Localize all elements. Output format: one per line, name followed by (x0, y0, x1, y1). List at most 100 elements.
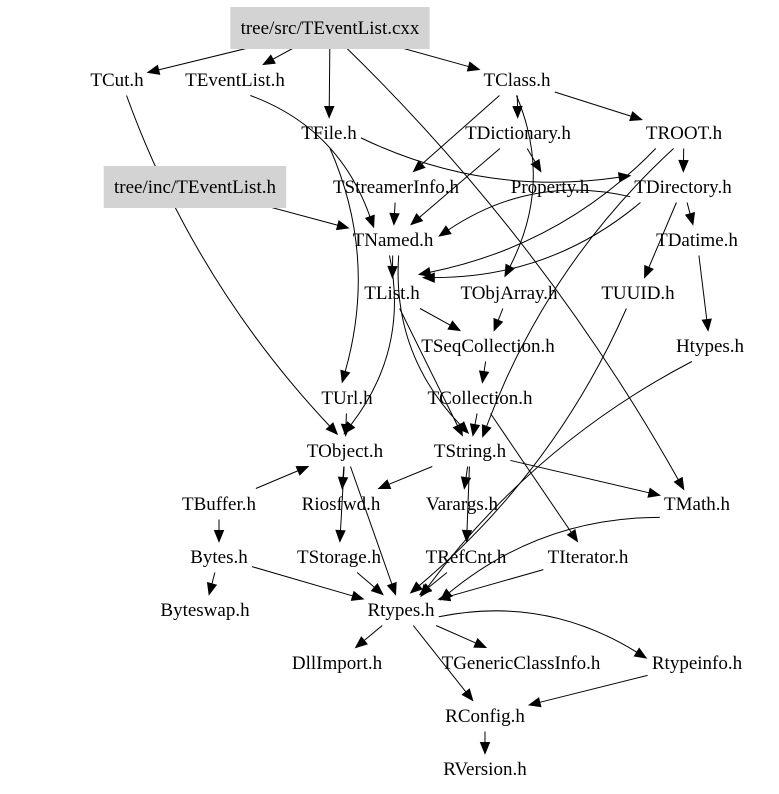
node-label: Rtypeinfo.h (652, 653, 743, 674)
graph-node-rversion[interactable]: RVersion.h (443, 759, 527, 780)
graph-node-src[interactable]: tree/src/TEventList.cxx (230, 7, 430, 49)
node-label: TEventList.h (185, 70, 285, 91)
graph-node-riosfwd[interactable]: Riosfwd.h (302, 494, 381, 515)
graph-node-dllimport[interactable]: DllImport.h (292, 653, 383, 674)
node-label: TGenericClassInfo.h (442, 653, 601, 674)
graph-node-tuuid[interactable]: TUUID.h (601, 283, 675, 304)
graph-node-rtypeinfo[interactable]: Rtypeinfo.h (652, 653, 743, 674)
edge-tdictionary-to-tnamed (419, 148, 501, 218)
arrowhead-icon (473, 638, 488, 649)
graph-node-htypes[interactable]: Htypes.h (676, 336, 745, 357)
arrowhead-icon (418, 583, 433, 596)
node-label: TList.h (364, 283, 420, 304)
edge-tseqcollection-to-tcollection (483, 361, 487, 372)
edge-tstring-to-riosfwd (388, 466, 433, 485)
graph-node-tclass[interactable]: TClass.h (483, 70, 551, 91)
edge-tstreamerinfo-to-tnamed (393, 202, 396, 214)
arrowhead-icon (438, 225, 452, 237)
graph-node-tmath[interactable]: TMath.h (664, 494, 730, 515)
edge-trefcnt-to-rtypes (428, 572, 448, 588)
graph-node-titerator[interactable]: TIterator.h (548, 547, 629, 568)
graph-node-turl[interactable]: TUrl.h (321, 388, 373, 409)
edge-tnamed-to-tobject (350, 255, 395, 426)
graph-node-tbuffer[interactable]: TBuffer.h (182, 494, 257, 515)
arrowhead-icon (673, 476, 685, 491)
graph-node-tcut[interactable]: TCut.h (90, 70, 144, 91)
node-label: TObjArray.h (460, 283, 558, 304)
edge-tstorage-to-rtypes (356, 572, 375, 588)
graph-node-tlist[interactable]: TList.h (364, 283, 420, 304)
graph-node-tstorage[interactable]: TStorage.h (297, 547, 381, 568)
node-label: TUrl.h (321, 388, 373, 409)
arrowhead-icon (493, 317, 504, 332)
graph-node-teventlist[interactable]: TEventList.h (185, 70, 285, 91)
arrowhead-icon (527, 697, 542, 708)
graph-node-inc[interactable]: tree/inc/TEventList.h (103, 166, 287, 208)
edge-rtypes-to-tgenericclassinfo (435, 625, 477, 644)
node-label: TStreamerInfo.h (333, 177, 460, 198)
node-label: TNamed.h (353, 230, 434, 251)
arrowhead-icon (340, 369, 351, 384)
edge-tobject-to-rtypes (349, 466, 393, 585)
arrowhead-icon (447, 320, 462, 332)
edge-rtypes-to-dllimport (363, 625, 383, 641)
node-label: tree/inc/TEventList.h (114, 177, 276, 198)
arrowhead-icon (461, 529, 473, 543)
graph-node-property[interactable]: Property.h (511, 177, 590, 198)
arrowhead-icon (335, 220, 350, 231)
node-label: Byteswap.h (160, 600, 250, 621)
graph-node-tnamed[interactable]: TNamed.h (353, 230, 434, 251)
arrowhead-icon (206, 582, 218, 596)
edge-bytes-to-byteswap (211, 572, 216, 584)
node-label: TMath.h (664, 494, 730, 515)
edge-tobjarray-to-tseqcollection (497, 308, 504, 321)
graph-node-tdatime[interactable]: TDatime.h (656, 230, 738, 251)
edge-troot-to-tlist (429, 148, 657, 273)
graph-node-tgenericclassinfo[interactable]: TGenericClassInfo.h (442, 653, 601, 674)
arrowhead-icon (377, 479, 392, 490)
edge-teventlist-to-tnamed (250, 95, 371, 217)
graph-node-tstring[interactable]: TString.h (434, 441, 507, 462)
graph-node-tcollection[interactable]: TCollection.h (427, 388, 533, 409)
graph-node-tseqcollection[interactable]: TSeqCollection.h (421, 336, 555, 357)
graph-node-tdictionary[interactable]: TDictionary.h (465, 123, 571, 144)
graph-node-tobject[interactable]: TObject.h (307, 441, 384, 462)
graph-node-trefcnt[interactable]: TRefCnt.h (426, 547, 507, 568)
node-label: TCollection.h (427, 388, 533, 409)
graph-node-varargs[interactable]: Varargs.h (426, 494, 498, 515)
arrowhead-icon (460, 476, 472, 490)
arrowhead-icon (295, 465, 310, 476)
node-label: tree/src/TEventList.cxx (241, 18, 420, 39)
edge-src-to-tmath (341, 43, 679, 481)
edge-tnamed-to-tstring (397, 255, 461, 426)
node-label: Riosfwd.h (302, 494, 381, 515)
graph-node-rconfig[interactable]: RConfig.h (445, 706, 525, 727)
edge-tclass-to-tobjarray (509, 95, 534, 267)
node-label: TDictionary.h (465, 123, 571, 144)
node-label: TROOT.h (646, 123, 723, 144)
arrowhead-icon (389, 212, 400, 226)
graph-node-tstreamerinfo[interactable]: TStreamerInfo.h (333, 177, 460, 198)
arrowhead-icon (335, 529, 346, 543)
graph-node-bytes[interactable]: Bytes.h (190, 547, 248, 568)
graph-node-tfile[interactable]: TFile.h (301, 123, 357, 144)
graph-node-rtypes[interactable]: Rtypes.h (367, 600, 435, 621)
arrowhead-icon (478, 370, 490, 384)
node-label: TUUID.h (601, 283, 675, 304)
graph-node-tobjarray[interactable]: TObjArray.h (460, 283, 558, 304)
arrowhead-icon (370, 583, 384, 596)
node-label: TStorage.h (297, 547, 381, 568)
edge-titerator-to-rtypes (449, 569, 544, 597)
graph-node-troot[interactable]: TROOT.h (646, 123, 723, 144)
highlight-box (230, 7, 430, 49)
arrowhead-icon (684, 212, 696, 226)
edge-tdirectory-to-tnamed (448, 189, 631, 231)
graph-node-tdirectory[interactable]: TDirectory.h (634, 177, 732, 198)
graph-node-byteswap[interactable]: Byteswap.h (160, 600, 250, 621)
edge-tcut-to-tobject (126, 95, 331, 427)
edge-tfile-to-turl (329, 148, 359, 372)
arrowhead-icon (461, 688, 474, 702)
edge-rtypes-to-rconfig (412, 625, 467, 693)
arrowhead-icon (421, 272, 435, 283)
